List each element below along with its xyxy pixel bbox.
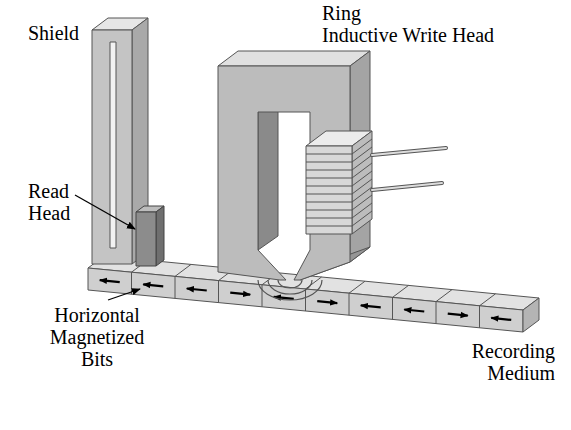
coil-wire bbox=[372, 148, 446, 155]
coil-front bbox=[306, 146, 352, 234]
label-block: Ring Inductive Write Head bbox=[322, 2, 510, 46]
leader-line bbox=[108, 289, 140, 300]
magnetization-arrow bbox=[143, 284, 163, 286]
coil-wire bbox=[372, 183, 442, 190]
leader-line bbox=[75, 195, 135, 229]
part-label: Horizontal Magnetized Bits bbox=[50, 304, 144, 370]
label-block: Horizontal Magnetized Bits bbox=[47, 304, 147, 370]
read-head-front bbox=[136, 212, 156, 266]
magnetization-arrow bbox=[187, 289, 207, 291]
magnetization-arrow bbox=[361, 305, 381, 307]
part-label: Recording Medium bbox=[472, 340, 555, 384]
label-block: Recording Medium bbox=[460, 340, 555, 384]
wrap-spacer bbox=[383, 2, 510, 10]
magnetization-arrow bbox=[230, 293, 250, 295]
magnetization-arrow bbox=[404, 310, 424, 312]
field-line bbox=[258, 280, 322, 300]
leader-line bbox=[75, 195, 140, 300]
write-coil bbox=[306, 131, 372, 234]
label-block: Read Head bbox=[28, 180, 88, 224]
magnetization-arrow bbox=[100, 280, 512, 320]
shield-front-face bbox=[92, 30, 132, 264]
read-head bbox=[136, 206, 164, 266]
coil-wire bbox=[372, 183, 442, 190]
magnetization-arrow bbox=[317, 301, 337, 303]
coil-wire bbox=[372, 148, 446, 155]
magnetization-arrow bbox=[491, 318, 511, 320]
write-head bbox=[218, 51, 370, 280]
part-label: Ring Inductive Write Head bbox=[322, 2, 494, 46]
write-head-top bbox=[218, 51, 370, 66]
part-label: Shield bbox=[28, 22, 79, 44]
part-label: Read Head bbox=[28, 180, 70, 224]
coil-turn bbox=[306, 139, 372, 226]
field-line bbox=[268, 280, 312, 294]
label-block: Shield bbox=[28, 22, 108, 44]
magnetization-arrow bbox=[100, 280, 120, 282]
coil-wire bbox=[372, 148, 446, 190]
field-line bbox=[278, 280, 302, 288]
magnetization-arrow bbox=[448, 314, 468, 316]
gap-inner-face bbox=[258, 97, 278, 250]
field-line bbox=[258, 280, 322, 300]
read-head-side bbox=[156, 206, 164, 266]
medium-end-face bbox=[523, 298, 539, 332]
